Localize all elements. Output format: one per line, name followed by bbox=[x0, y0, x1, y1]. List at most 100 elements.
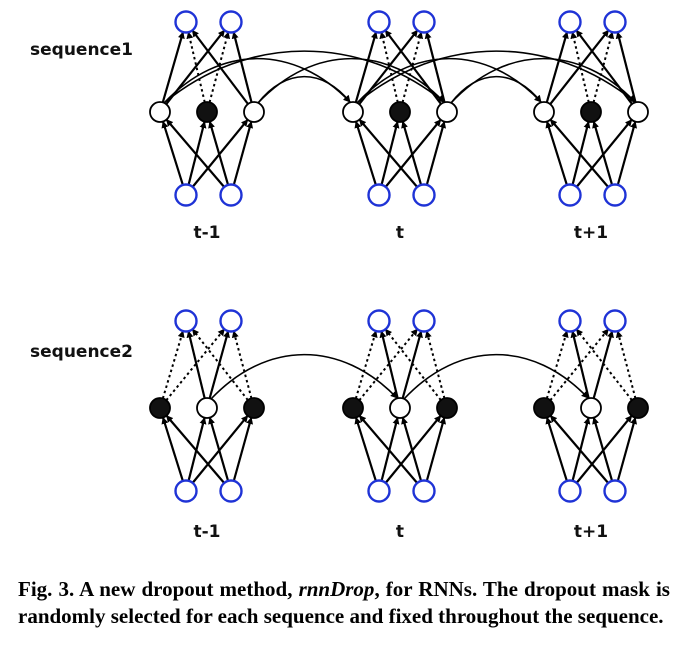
input-to-hidden-edge bbox=[161, 416, 184, 482]
hidden-to-output-edge bbox=[191, 328, 249, 401]
input-to-hidden-edge bbox=[575, 119, 633, 188]
dropped-hidden-node bbox=[436, 397, 458, 419]
input-to-hidden-edge bbox=[575, 415, 633, 484]
input-node bbox=[603, 479, 627, 503]
input-to-hidden-edge bbox=[425, 416, 447, 482]
input-to-hidden-edge bbox=[208, 416, 230, 482]
input-to-hidden-edge bbox=[232, 120, 254, 186]
hidden-node bbox=[196, 397, 218, 419]
hidden-node bbox=[436, 101, 458, 123]
hidden-to-output-edge bbox=[186, 330, 206, 399]
figure-caption: Fig. 3. A new dropout method, rnnDrop, f… bbox=[18, 576, 670, 630]
hidden-node bbox=[389, 397, 411, 419]
input-to-hidden-edge bbox=[592, 120, 614, 186]
input-node bbox=[174, 183, 198, 207]
hidden-to-output-edge bbox=[231, 31, 253, 103]
output-node bbox=[603, 309, 627, 333]
output-node bbox=[412, 309, 436, 333]
input-to-hidden-edge bbox=[616, 120, 638, 186]
dropped-hidden-node bbox=[533, 397, 555, 419]
hidden-to-output-edge bbox=[615, 31, 637, 103]
output-node bbox=[219, 309, 243, 333]
hidden-to-output-edge bbox=[354, 330, 378, 399]
input-node bbox=[412, 479, 436, 503]
hidden-to-output-edge bbox=[186, 31, 206, 103]
input-to-hidden-edge bbox=[401, 416, 423, 482]
input-to-hidden-edge bbox=[549, 414, 610, 484]
dropped-hidden-node bbox=[342, 397, 364, 419]
input-node bbox=[174, 479, 198, 503]
hidden-to-output-edge bbox=[208, 31, 231, 103]
time-step-label: t-1 bbox=[193, 223, 220, 243]
input-to-hidden-edge bbox=[232, 416, 254, 482]
input-node bbox=[558, 479, 582, 503]
input-to-hidden-edge bbox=[354, 120, 377, 186]
time-step-label: t bbox=[396, 522, 404, 542]
input-node bbox=[219, 479, 243, 503]
hidden-node bbox=[243, 101, 265, 123]
recurrent-connection bbox=[163, 50, 445, 104]
hidden-to-output-edge bbox=[545, 31, 569, 103]
recurrent-connection bbox=[356, 50, 636, 104]
input-node bbox=[219, 183, 243, 207]
hidden-to-output-edge bbox=[424, 31, 446, 103]
input-node bbox=[412, 183, 436, 207]
caption-prefix: Fig. 3. A new dropout method, bbox=[18, 577, 299, 601]
output-node bbox=[558, 309, 582, 333]
input-to-hidden-edge bbox=[358, 414, 419, 484]
input-to-hidden-edge bbox=[165, 118, 226, 188]
input-to-hidden-edge bbox=[208, 120, 230, 186]
input-to-hidden-edge bbox=[354, 416, 377, 482]
output-node bbox=[367, 309, 391, 333]
input-to-hidden-edge bbox=[545, 120, 568, 186]
output-node bbox=[412, 10, 436, 34]
hidden-to-output-edge bbox=[231, 330, 253, 399]
output-node bbox=[558, 10, 582, 34]
input-node bbox=[603, 183, 627, 207]
input-to-hidden-edge bbox=[384, 119, 442, 188]
input-to-hidden-edge bbox=[549, 118, 610, 188]
hidden-to-output-edge bbox=[549, 328, 610, 401]
input-to-hidden-edge bbox=[161, 120, 184, 186]
hidden-to-output-edge bbox=[424, 330, 446, 399]
dropped-hidden-node bbox=[627, 397, 649, 419]
output-node bbox=[603, 10, 627, 34]
input-to-hidden-edge bbox=[384, 415, 442, 484]
recurrent-connection bbox=[257, 57, 445, 104]
input-node bbox=[558, 183, 582, 207]
hidden-to-output-edge bbox=[358, 328, 419, 401]
hidden-to-output-edge bbox=[570, 31, 590, 103]
time-step-label: t bbox=[396, 223, 404, 243]
hidden-to-output-edge bbox=[592, 31, 615, 103]
output-node bbox=[219, 10, 243, 34]
recurrent-connection bbox=[210, 353, 398, 400]
recurrent-connection bbox=[450, 57, 636, 104]
time-step-label: t-1 bbox=[193, 522, 220, 542]
hidden-to-output-edge bbox=[549, 29, 610, 105]
dropped-hidden-node bbox=[580, 101, 602, 123]
caption-method: rnnDrop bbox=[298, 577, 375, 601]
hidden-to-output-edge bbox=[384, 328, 442, 401]
output-node bbox=[174, 10, 198, 34]
input-to-hidden-edge bbox=[191, 415, 249, 484]
hidden-node bbox=[342, 101, 364, 123]
recurrent-connection bbox=[403, 353, 589, 400]
input-to-hidden-edge bbox=[616, 416, 638, 482]
hidden-to-output-edge bbox=[379, 330, 399, 399]
input-to-hidden-edge bbox=[165, 414, 226, 484]
hidden-to-output-edge bbox=[545, 330, 569, 399]
output-node bbox=[174, 309, 198, 333]
hidden-to-output-edge bbox=[379, 31, 399, 103]
input-to-hidden-edge bbox=[425, 120, 447, 186]
time-step-label: t+1 bbox=[574, 223, 608, 243]
hidden-node bbox=[627, 101, 649, 123]
hidden-to-output-edge bbox=[161, 31, 185, 103]
hidden-node bbox=[149, 101, 171, 123]
hidden-to-output-edge bbox=[401, 31, 424, 103]
input-to-hidden-edge bbox=[401, 120, 423, 186]
input-to-hidden-edge bbox=[592, 416, 614, 482]
hidden-to-output-edge bbox=[165, 328, 226, 401]
input-node bbox=[367, 183, 391, 207]
hidden-node bbox=[533, 101, 555, 123]
